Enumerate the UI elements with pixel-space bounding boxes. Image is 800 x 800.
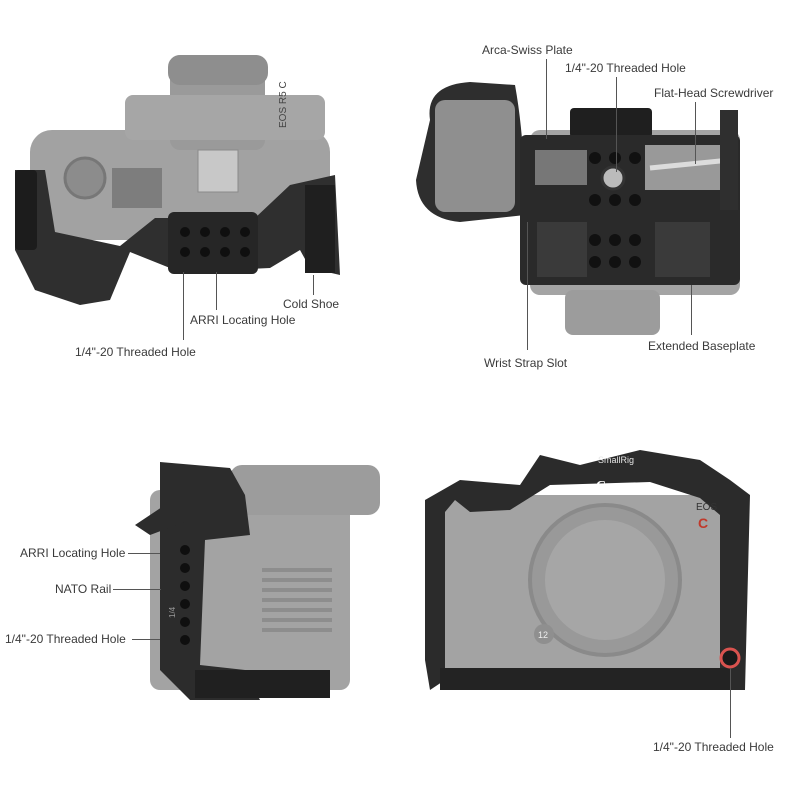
label-wrist-strap-slot: Wrist Strap Slot: [484, 356, 568, 370]
top-model-text: EOS R5 C: [278, 81, 289, 128]
lens-mount-block: [125, 95, 325, 140]
cage-mounting-holes: [180, 227, 250, 257]
label-front-threaded-hole: 1/4"-20 Threaded Hole: [653, 740, 774, 754]
model-line-2: C: [698, 515, 708, 531]
label-extended-baseplate: Extended Baseplate: [648, 339, 756, 353]
label-side-threaded-hole: 1/4"-20 Threaded Hole: [5, 632, 126, 646]
leader-bottom-threaded-hole: [616, 77, 617, 172]
cage-top-handle: [135, 495, 190, 535]
front-baseplate: [440, 668, 730, 690]
lens-mount-inner: [545, 520, 665, 640]
eyecup-bottom: [565, 290, 660, 335]
leader-top-threaded-hole: [183, 272, 184, 340]
baseplate-center-screw: [600, 165, 626, 191]
side-engraving: 1/4: [168, 606, 177, 618]
leader-side-arri-locating-hole: [128, 553, 160, 554]
hot-shoe: [197, 149, 239, 193]
grip-inner: [435, 100, 515, 212]
nato-rail-holes: [180, 545, 190, 645]
label-side-arri-locating-hole: ARRI Locating Hole: [20, 546, 126, 560]
label-top-threaded-hole: 1/4"-20 Threaded Hole: [75, 345, 196, 359]
camera-side-vents: [262, 568, 332, 632]
front-view-illustration: SmallRig Canon EOS C 12: [425, 450, 750, 690]
cold-shoe-mount: [305, 185, 335, 273]
leader-extended-baseplate: [691, 285, 692, 335]
canon-logo: Canon: [596, 479, 636, 494]
cage-brand: SmallRig: [598, 455, 634, 465]
cage-front-frame: [425, 450, 750, 690]
leader-wrist-strap-slot: [527, 222, 528, 350]
leader-flat-head-screwdriver: [695, 102, 696, 164]
wrist-strap-bar: [720, 110, 738, 210]
arca-swiss-plate: [570, 108, 652, 138]
label-cold-shoe: Cold Shoe: [283, 297, 340, 311]
camera-body: [30, 130, 330, 240]
leader-front-threaded-hole: [730, 668, 731, 738]
baseplate-holes: [589, 152, 641, 268]
baseplate-pad-left: [537, 222, 587, 277]
label-nato-rail: NATO Rail: [55, 582, 112, 596]
eyecup: [168, 55, 268, 85]
left-grip-cage: [15, 170, 37, 250]
baseplate-pad-right: [655, 222, 710, 277]
leader-cold-shoe: [313, 275, 314, 295]
leader-arri-locating-hole: [216, 272, 217, 310]
label-arca-swiss-plate: Arca-Swiss Plate: [482, 43, 573, 57]
lcd-panel: [112, 168, 162, 208]
top-view-panel: EOS R5 C Cold Shoe ARRI Locating Hole 1/…: [0, 0, 400, 400]
leader-nato-rail: [113, 589, 161, 590]
leader-arca-swiss-plate: [546, 59, 547, 139]
model-line-1: EOS: [696, 502, 717, 513]
baseplate-slot-left: [535, 150, 587, 185]
cage-handle-mount: [168, 212, 258, 274]
top-view-illustration: EOS R5 C: [15, 55, 340, 305]
mode-dial: [63, 156, 107, 200]
number-badge-text: 12: [538, 630, 548, 640]
bottom-view-illustration: [416, 82, 740, 335]
screwdriver: [649, 157, 731, 171]
label-flat-head-screwdriver: Flat-Head Screwdriver: [654, 86, 774, 100]
front-threaded-hole: [719, 647, 741, 669]
side-baseplate-rail: [195, 670, 330, 698]
label-bottom-threaded-hole: 1/4"-20 Threaded Hole: [565, 61, 686, 75]
camera-side-top: [230, 465, 380, 515]
bottom-view-panel: Arca-Swiss Plate 1/4"-20 Threaded Hole F…: [400, 0, 800, 400]
leader-side-threaded-hole: [132, 639, 160, 640]
side-view-illustration: 1/4: [135, 462, 380, 700]
side-view-panel: 1/4 ARRI Locating Hole NATO Rail 1/4"-20…: [0, 400, 400, 800]
label-arri-locating-hole: ARRI Locating Hole: [190, 313, 296, 327]
number-badge: [534, 624, 554, 644]
front-view-panel: SmallRig Canon EOS C 12 1/4"-20 Threaded…: [400, 400, 800, 800]
